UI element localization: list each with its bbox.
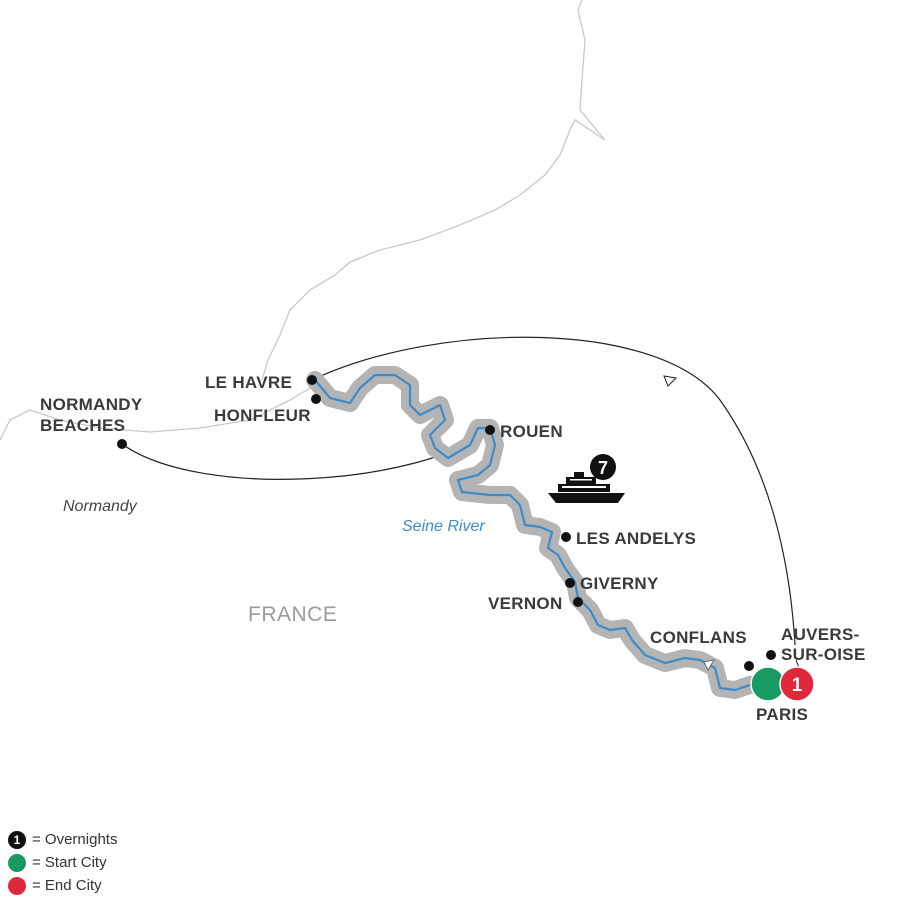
city-dot-le-havre [307,375,317,385]
legend-row-end: = End City [8,874,117,897]
legend: 1 = Overnights = Start City = End City [8,828,117,897]
label-conflans: CONFLANS [650,628,747,647]
city-dot-rouen [485,425,495,435]
city-dot-auvers [766,650,776,660]
city-dot-normandy-beaches [117,439,127,449]
red-circle-icon [8,876,26,895]
black-number-circle-icon: 1 [8,830,26,849]
route-arc-le-havre-auvers [311,336,796,646]
route-arrow [663,375,678,387]
label-river: Seine River [402,518,485,535]
ship-overnights-badge [590,454,616,480]
legend-row-start: = Start City [8,851,117,874]
city-dot-vernon [573,597,583,607]
city-dot-honfleur [311,394,321,404]
city-dot-conflans [744,661,754,671]
ship-overnights: 7 [598,458,608,478]
legend-text-end: = End City [32,877,102,894]
river-direction-arrow [703,659,715,671]
legend-row-overnights: 1 = Overnights [8,828,117,851]
label-les-andelys: LES ANDELYS [576,529,696,548]
label-vernon: VERNON [488,594,563,613]
label-giverny: GIVERNY [580,574,659,593]
label-auvers-1: AUVERS- [781,625,860,644]
ship-icon [548,472,625,503]
end-city-marker [779,666,815,702]
label-country: FRANCE [248,603,337,626]
legend-text-overnights: = Overnights [32,831,118,848]
label-honfleur: HONFLEUR [214,406,311,425]
city-dot-giverny [565,578,575,588]
label-normandy-beaches-1: NORMANDY [40,395,143,414]
seine-river [313,373,770,692]
coastline-north [261,0,606,381]
label-region: Normandy [63,498,138,515]
label-paris: PARIS [756,705,808,724]
legend-text-start: = Start City [32,854,107,871]
city-dot-les-andelys [561,532,571,542]
green-circle-icon [8,853,26,872]
label-normandy-beaches-2: BEACHES [40,416,125,435]
coastline [0,384,316,441]
label-auvers-2: SUR-OISE [781,645,866,664]
label-le-havre: LE HAVRE [205,373,292,392]
label-rouen: ROUEN [500,422,563,441]
end-city-overnights: 1 [792,675,803,696]
